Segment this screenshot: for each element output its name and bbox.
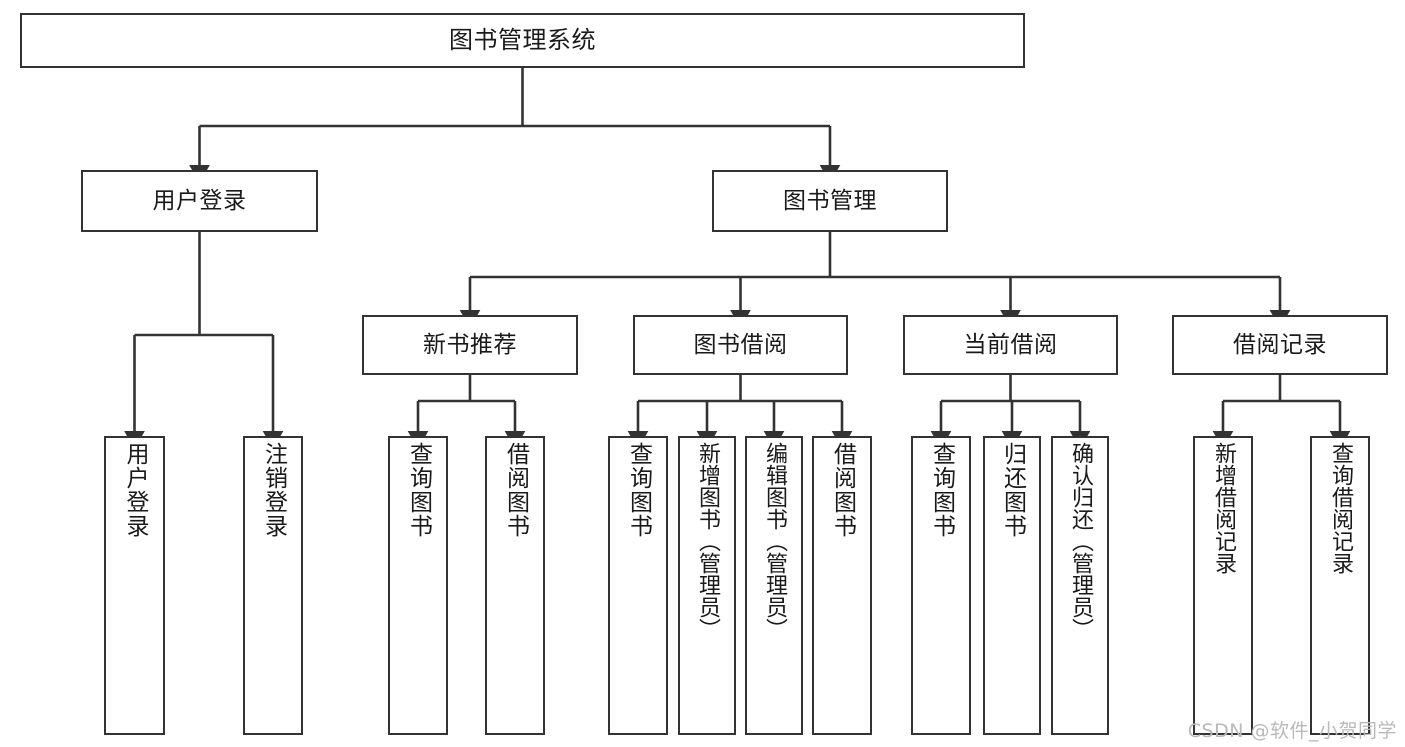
node-label: 查询图书 <box>405 442 432 538</box>
node-label: 归还图书 <box>999 442 1026 538</box>
node-leaf-13[interactable]: 查询借阅记录 <box>1310 436 1370 735</box>
node-label: 查询借阅记录 <box>1328 442 1353 574</box>
node-leaf-4[interactable]: 借阅图书 <box>485 436 545 735</box>
node-leaf-9[interactable]: 查询图书 <box>911 436 971 735</box>
node-newbook[interactable]: 新书推荐 <box>362 315 578 375</box>
node-login[interactable]: 用户登录 <box>81 170 318 232</box>
node-leaf-12[interactable]: 新增借阅记录 <box>1193 436 1253 735</box>
node-borrow[interactable]: 图书借阅 <box>633 315 848 375</box>
node-current[interactable]: 当前借阅 <box>903 315 1118 375</box>
node-label: 新书推荐 <box>423 331 517 358</box>
watermark: CSDN @软件_小贺同学 <box>1187 720 1397 742</box>
node-leaf-6[interactable]: 新增图书（管理员） <box>678 436 736 735</box>
node-bookmgmt[interactable]: 图书管理 <box>712 170 948 232</box>
node-leaf-8[interactable]: 借阅图书 <box>812 436 872 735</box>
node-label: 图书借阅 <box>693 331 788 358</box>
node-leaf-10[interactable]: 归还图书 <box>983 436 1041 735</box>
node-label: 新增借阅记录 <box>1211 442 1236 574</box>
node-leaf-11[interactable]: 确认归还（管理员） <box>1051 436 1109 735</box>
node-label: 查询图书 <box>928 442 955 538</box>
node-label: 当前借阅 <box>963 331 1058 358</box>
node-label: 新增图书（管理员） <box>695 442 720 640</box>
node-root[interactable]: 图书管理系统 <box>20 13 1025 68</box>
node-label: 确认归还（管理员） <box>1068 442 1093 640</box>
node-label: 用户登录 <box>152 187 247 214</box>
node-label: 注销登录 <box>260 442 287 538</box>
node-leaf-5[interactable]: 查询图书 <box>608 436 668 735</box>
node-leaf-3[interactable]: 查询图书 <box>388 436 448 735</box>
node-leaf-2[interactable]: 注销登录 <box>243 436 303 735</box>
node-label: 借阅图书 <box>502 442 529 538</box>
node-label: 借阅记录 <box>1233 331 1327 358</box>
node-label: 编辑图书（管理员） <box>762 442 787 640</box>
node-records[interactable]: 借阅记录 <box>1172 315 1388 375</box>
node-label: 查询图书 <box>625 442 652 538</box>
node-label: 用户登录 <box>122 442 148 538</box>
node-label: 借阅图书 <box>829 442 856 538</box>
node-label: 图书管理系统 <box>449 25 596 54</box>
node-leaf-1[interactable]: 用户登录 <box>104 436 165 735</box>
node-label: 图书管理 <box>783 187 877 214</box>
node-leaf-7[interactable]: 编辑图书（管理员） <box>745 436 803 735</box>
